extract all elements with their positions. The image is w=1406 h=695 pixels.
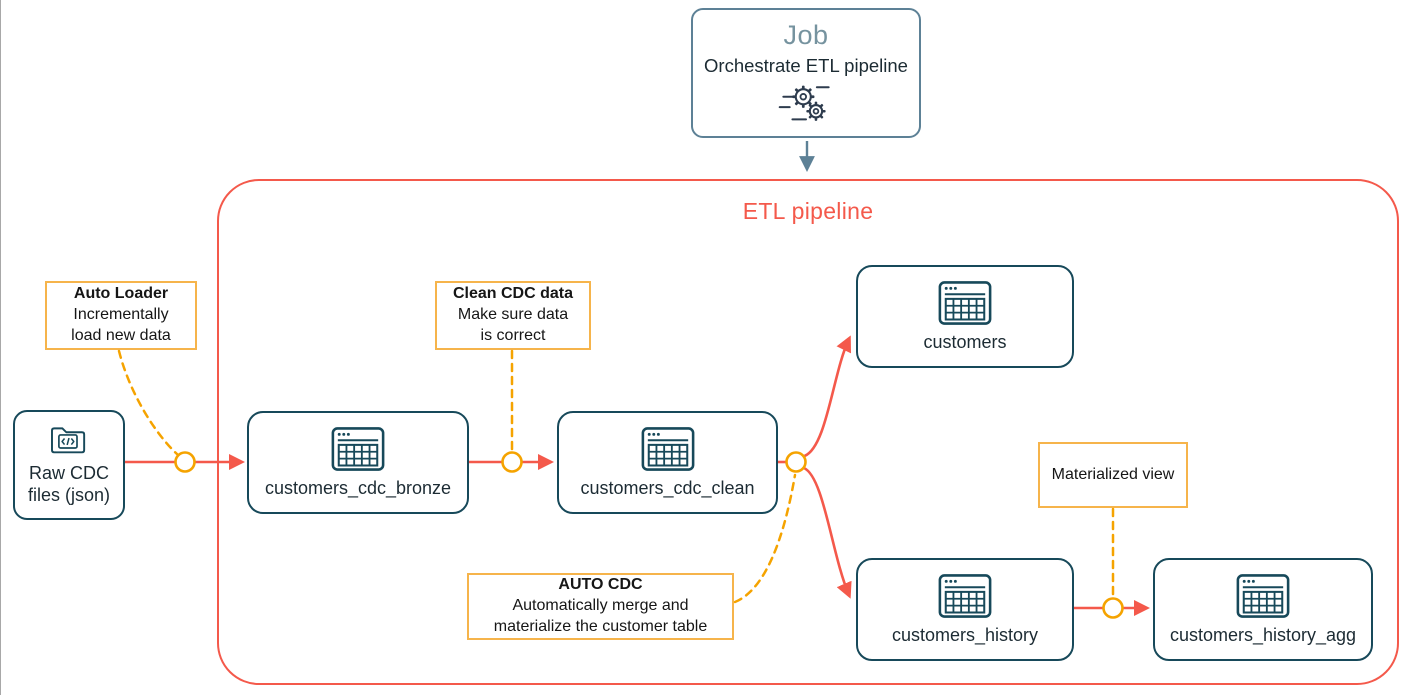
annotation-auto-loader: Auto Loader Incrementally load new data bbox=[45, 281, 197, 350]
node-label: customers_history_agg bbox=[1169, 624, 1357, 645]
job-node: Job Orchestrate ETL pipeline bbox=[691, 8, 921, 138]
node-label: customers_cdc_bronze bbox=[264, 477, 452, 498]
annotation-auto-cdc: AUTO CDC Automatically merge and materia… bbox=[467, 573, 734, 640]
gears-icon bbox=[778, 85, 830, 121]
node-label: customers bbox=[923, 331, 1007, 352]
code-folder-icon bbox=[51, 426, 86, 453]
node-customers-history-agg: customers_history_agg bbox=[1153, 558, 1373, 661]
annotation-title: Materialized view bbox=[1051, 465, 1175, 483]
node-customers-history: customers_history bbox=[856, 558, 1074, 661]
node-customers-cdc-bronze: customers_cdc_bronze bbox=[247, 411, 469, 514]
annotation-title: AUTO CDC bbox=[558, 576, 643, 594]
table-icon bbox=[938, 281, 992, 325]
annotation-body: Make sure data is correct bbox=[457, 306, 569, 344]
etl-pipeline-title: ETL pipeline bbox=[742, 198, 874, 224]
node-raw-cdc-files: Raw CDC files (json) bbox=[13, 410, 125, 520]
node-customers-cdc-clean: customers_cdc_clean bbox=[557, 411, 778, 514]
node-customers: customers bbox=[856, 265, 1074, 368]
annotation-title: Clean CDC data bbox=[452, 285, 574, 303]
etl-pipeline-container bbox=[217, 179, 1399, 685]
node-label: customers_history bbox=[891, 624, 1039, 645]
job-subtitle: Orchestrate ETL pipeline bbox=[704, 54, 908, 76]
annotation-title: Auto Loader bbox=[73, 285, 169, 303]
table-icon bbox=[331, 427, 385, 471]
note-link-auto-loader bbox=[117, 349, 180, 457]
annotation-body: Incrementally load new data bbox=[71, 306, 171, 344]
annotation-body: Automatically merge and materialize the … bbox=[493, 597, 708, 635]
table-icon bbox=[1236, 574, 1290, 618]
node-label: customers_cdc_clean bbox=[580, 477, 755, 498]
annotation-clean-cdc-data: Clean CDC data Make sure data is correct bbox=[435, 281, 591, 350]
table-icon bbox=[938, 574, 992, 618]
connector-dot bbox=[174, 451, 196, 473]
node-label: Raw CDC files (json) bbox=[27, 462, 111, 505]
table-icon bbox=[641, 427, 695, 471]
annotation-materialized-view: Materialized view bbox=[1038, 442, 1188, 508]
job-title: Job bbox=[783, 19, 829, 50]
